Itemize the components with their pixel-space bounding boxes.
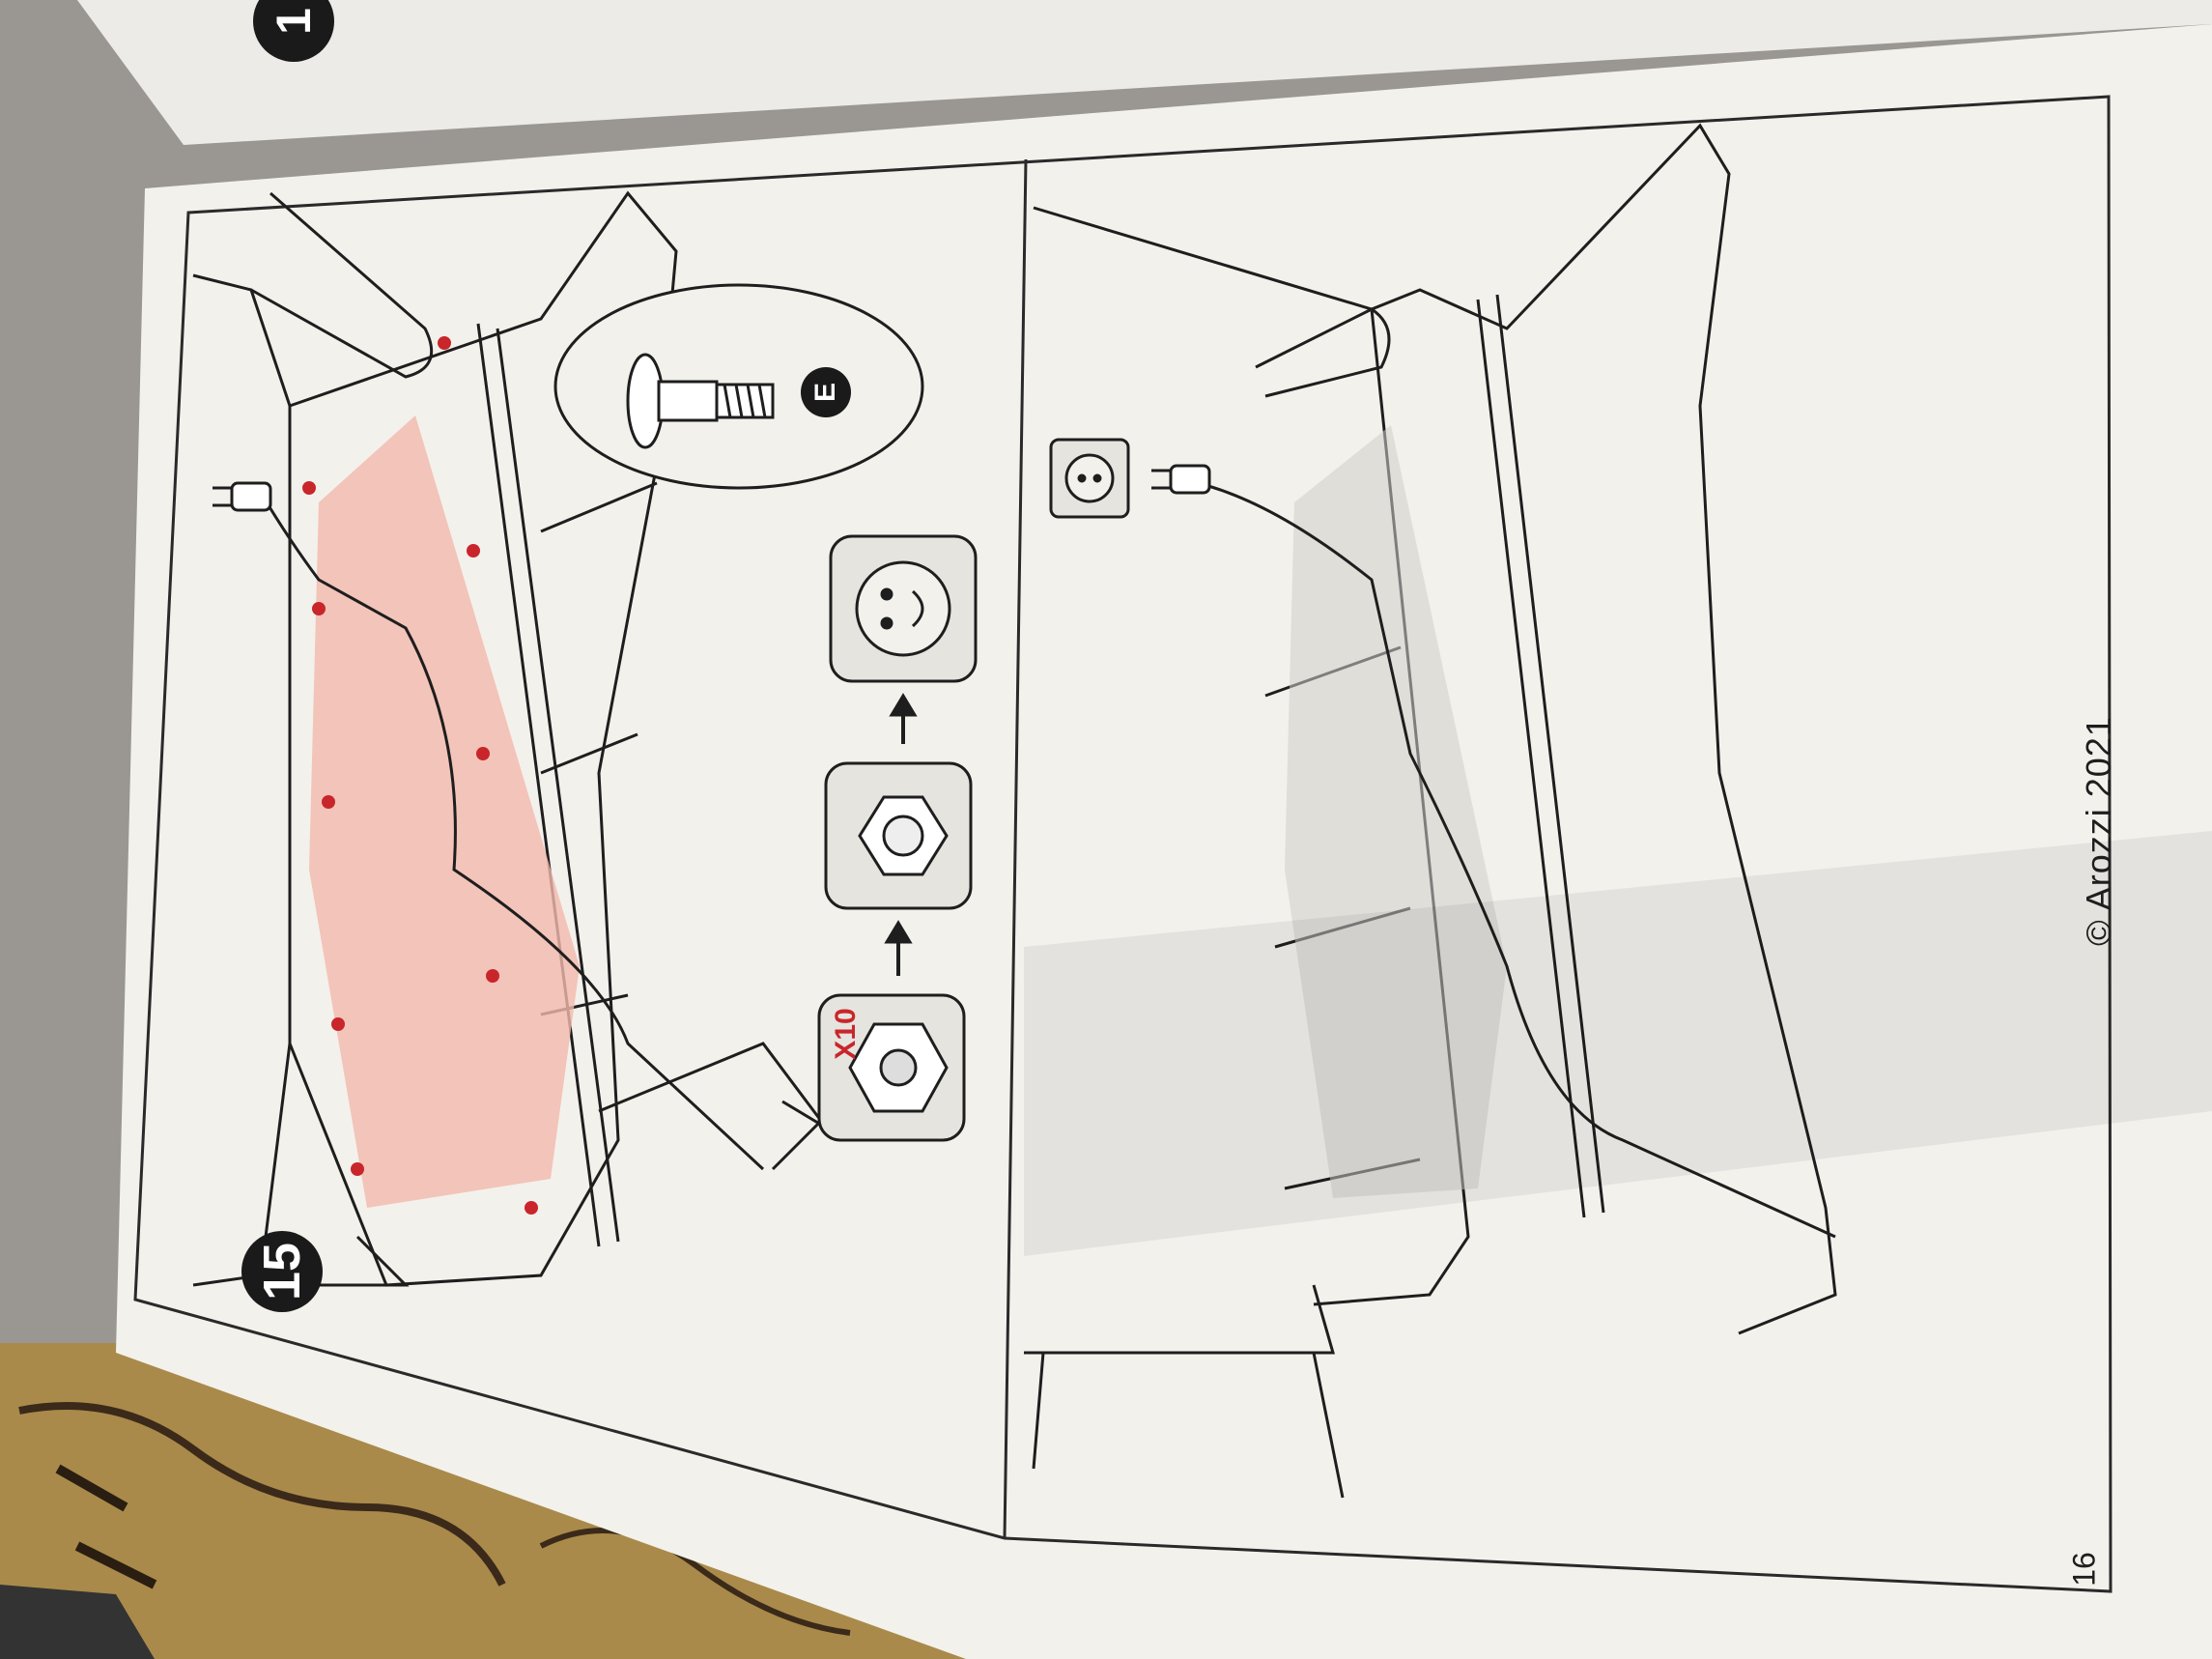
power-plug-icon bbox=[213, 481, 272, 512]
page-number: 16 bbox=[2066, 1552, 2102, 1587]
screw-markers bbox=[302, 336, 538, 1215]
bolt-icon bbox=[626, 353, 775, 449]
page-frame bbox=[133, 95, 2113, 1593]
copyright-text: © Arozzi 2021 bbox=[2079, 716, 2118, 946]
previous-page bbox=[77, 0, 2212, 145]
carpet bbox=[0, 1343, 966, 1659]
part-callout bbox=[553, 283, 924, 490]
wall-socket-icon bbox=[1049, 438, 1130, 519]
power-plug-icon bbox=[1151, 464, 1211, 495]
part-label-badge: E bbox=[801, 367, 851, 417]
panel-divider bbox=[1003, 158, 1028, 1539]
shadow bbox=[1024, 831, 2212, 1256]
power-cable-left bbox=[259, 492, 765, 1171]
quantity-label: X10 bbox=[830, 1008, 862, 1060]
power-cable-right bbox=[1197, 481, 1836, 1239]
step-sequence bbox=[817, 534, 978, 1142]
step-number-badge: 15 bbox=[241, 1231, 323, 1312]
shaded-area bbox=[1285, 425, 1507, 1198]
